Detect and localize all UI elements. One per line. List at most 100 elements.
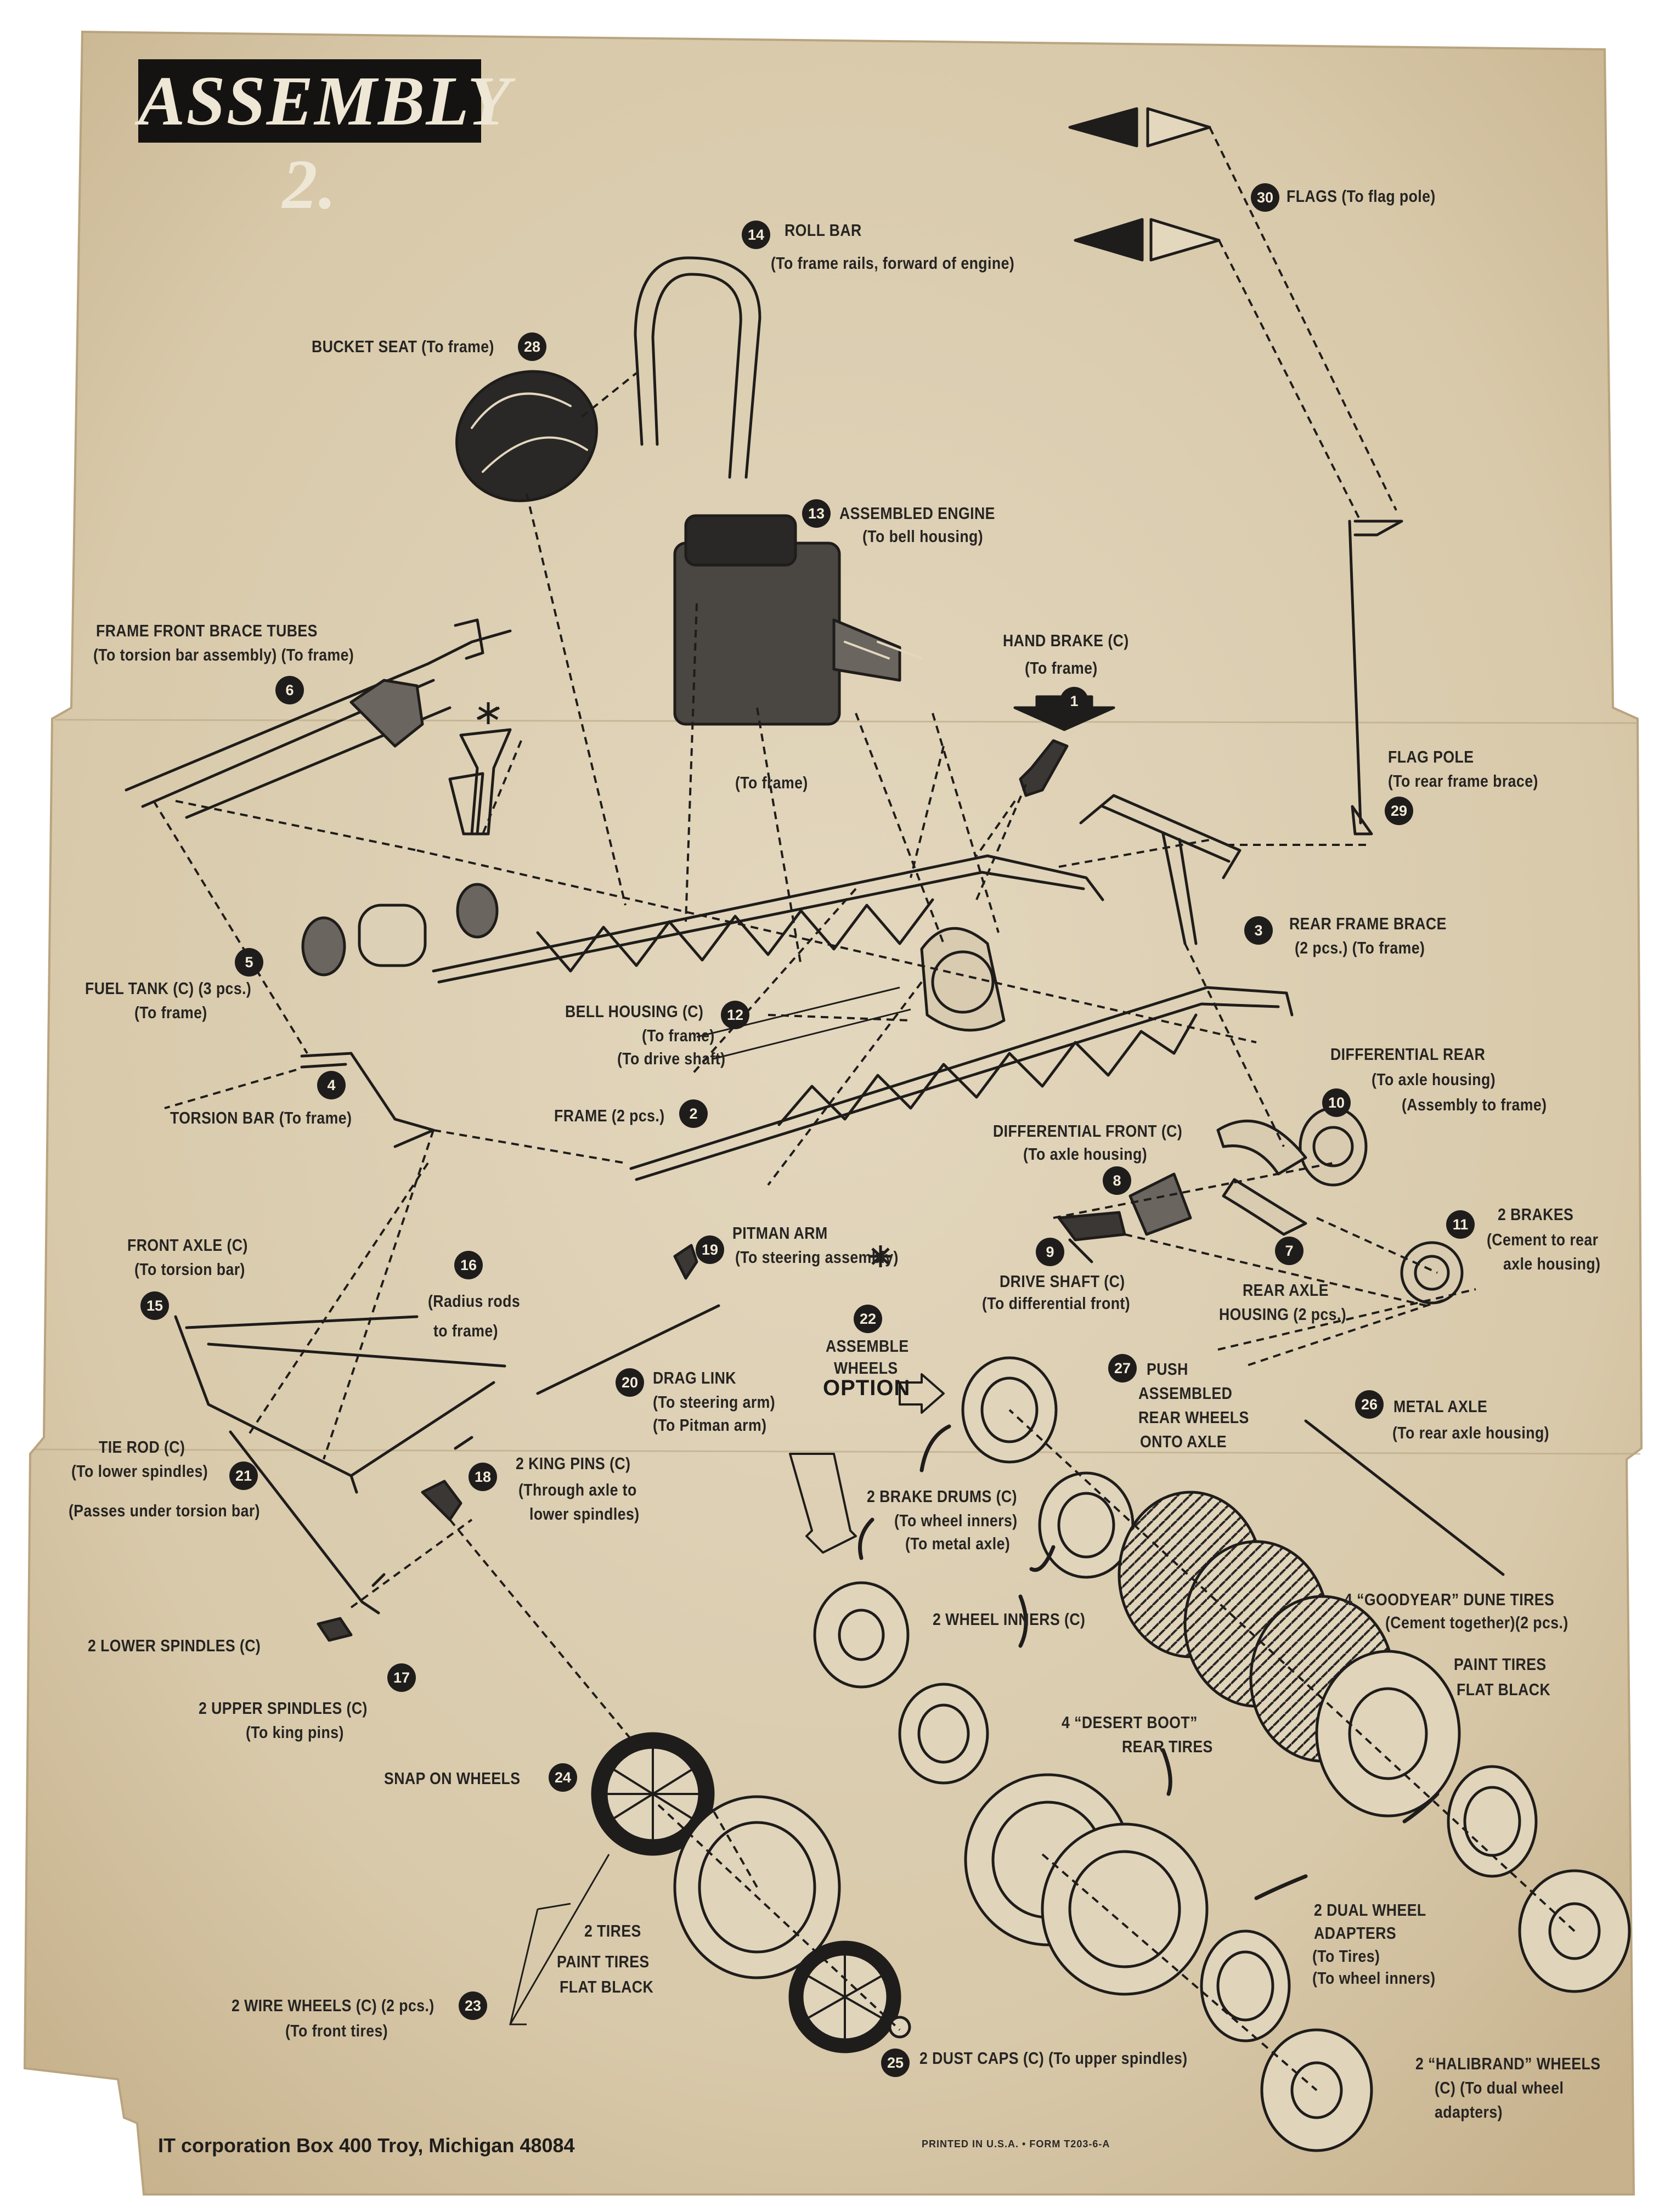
label-king-pins-note2: lower spindles): [529, 1504, 640, 1523]
label-goodyear1: 4 “GOODYEAR” DUNE TIRES: [1344, 1590, 1555, 1609]
rear-axle-housing-bottom: [1222, 1178, 1307, 1236]
label-push3: REAR WHEELS: [1138, 1408, 1249, 1427]
label-dust-caps: 2 DUST CAPS (C) (To upper spindles): [919, 2049, 1188, 2068]
label-drive-shaft: DRIVE SHAFT (C): [1000, 1272, 1125, 1291]
brake: [1400, 1241, 1464, 1305]
brace-tubes: [125, 618, 512, 836]
label-rear-axle-housing2: HOUSING (2 pcs.): [1219, 1305, 1347, 1324]
part-number-30: 30: [1251, 183, 1279, 212]
part-number-18: 18: [469, 1463, 497, 1491]
option-hollow-arrow-right: [899, 1373, 945, 1414]
label-dual-adapters3: (To Tires): [1312, 1946, 1380, 1966]
label-halibrand3: adapters): [1435, 2102, 1503, 2121]
part-number-21: 21: [229, 1462, 258, 1490]
label-two-tires: 2 TIRES: [584, 1921, 641, 1940]
part-number-10: 10: [1322, 1088, 1351, 1117]
part-number-14: 14: [742, 221, 770, 249]
drag-link: [536, 1304, 720, 1395]
part-number-1: 1: [1060, 687, 1088, 715]
label-snap-on-wheels: SNAP ON WHEELS: [384, 1769, 521, 1788]
metal-axle: [1304, 1419, 1505, 1576]
flag-pole: [1348, 520, 1403, 836]
part-number-11: 11: [1446, 1210, 1475, 1239]
part-number-24: 24: [549, 1763, 577, 1792]
engine: [673, 514, 923, 726]
label-dual-adapters2: ADAPTERS: [1314, 1923, 1397, 1943]
label-assembled-engine-note: (To bell housing): [862, 527, 984, 546]
label-hand-brake: HAND BRAKE (C): [1003, 631, 1129, 650]
label-frame-front-brace-note: (To torsion bar assembly) (To frame): [93, 645, 354, 664]
label-push4: ONTO AXLE: [1140, 1432, 1227, 1451]
part-number-5: 5: [235, 948, 263, 977]
label-hand-brake-note: (To frame): [1025, 658, 1098, 678]
label-fuel-tank: FUEL TANK (C) (3 pcs.): [85, 979, 252, 998]
label-radius-rods2: to frame): [433, 1321, 498, 1340]
page-title: ASSEMBLY 2.: [138, 59, 510, 223]
part-number-23: 23: [459, 1991, 487, 2020]
label-flag-pole-note: (To rear frame brace): [1388, 771, 1538, 791]
label-drag-link-note2: (To Pitman arm): [653, 1415, 767, 1435]
label-tie-rod-note: (To lower spindles): [71, 1462, 208, 1481]
label-rear-axle-housing1: REAR AXLE: [1243, 1280, 1329, 1300]
pitman-arm: [673, 1244, 698, 1280]
label-bell-housing-note2: (To drive shaft): [617, 1049, 726, 1068]
flag-right-2: [1149, 218, 1221, 262]
label-assemble-wheels1: ASSEMBLE: [826, 1336, 909, 1356]
label-drive-shaft-note: (To differential front): [982, 1294, 1131, 1313]
label-brakes-note1: (Cement to rear: [1487, 1230, 1599, 1249]
label-push2: ASSEMBLED: [1138, 1384, 1233, 1403]
label-paint-tires2: FLAT BLACK: [1457, 1680, 1551, 1699]
part-number-27: 27: [1108, 1354, 1137, 1383]
flag-left-2: [1074, 218, 1144, 262]
label-upper-spindles-note: (To king pins): [246, 1723, 344, 1742]
label-paint-tires-front2: FLAT BLACK: [560, 1977, 654, 1996]
assembly-guides: [153, 127, 1576, 2091]
label-option: OPTION: [823, 1376, 911, 1400]
rear-frame-brace: [1079, 794, 1242, 945]
label-king-pins: 2 KING PINS (C): [516, 1454, 631, 1473]
label-goodyear2: (Cement together)(2 pcs.): [1385, 1613, 1568, 1632]
footer-printed: PRINTED IN U.S.A. • FORM T203-6-A: [922, 2138, 1110, 2149]
part-number-6: 6: [275, 676, 304, 704]
label-differential-rear: DIFFERENTIAL REAR: [1330, 1045, 1486, 1064]
part-number-15: 15: [140, 1291, 169, 1320]
label-bell-housing-note1: (To frame): [642, 1026, 715, 1045]
label-differential-front: DIFFERENTIAL FRONT (C): [993, 1121, 1183, 1141]
lower-spindles: [317, 1573, 386, 1642]
label-metal-axle: METAL AXLE: [1393, 1397, 1488, 1416]
front-axle: [174, 1315, 495, 1494]
label-paint-tires1: PAINT TIRES: [1454, 1655, 1547, 1674]
roll-bar: [634, 256, 761, 479]
label-wire-wheels: 2 WIRE WHEELS (C) (2 pcs.): [232, 1996, 435, 2015]
label-desert-boot2: REAR TIRES: [1122, 1737, 1213, 1756]
differential-rear: [1299, 1107, 1368, 1187]
label-assemble-wheels2: WHEELS: [834, 1358, 898, 1378]
part-number-9: 9: [1036, 1238, 1064, 1266]
label-wheel-inners: 2 WHEEL INNERS (C): [933, 1610, 1086, 1629]
label-fuel-tank-note: (To frame): [134, 1003, 207, 1022]
label-bucket-seat: BUCKET SEAT (To frame): [312, 337, 494, 356]
label-tie-rod-note2: (Passes under torsion bar): [69, 1501, 260, 1520]
label-paint-tires-front1: PAINT TIRES: [557, 1952, 650, 1971]
frame-rails: [432, 854, 1294, 1181]
label-lower-spindles: 2 LOWER SPINDLES (C): [88, 1636, 261, 1655]
label-differential-front-note: (To axle housing): [1023, 1144, 1148, 1164]
label-tie-rod: TIE ROD (C): [99, 1437, 185, 1457]
part-number-3: 3: [1244, 916, 1273, 945]
hand-brake: [1019, 739, 1069, 797]
label-brake-drums-note1: (To wheel inners): [894, 1511, 1018, 1530]
footer-company: IT corporation Box 400 Troy, Michigan 48…: [158, 2134, 575, 2157]
part-number-26: 26: [1355, 1390, 1384, 1419]
label-roll-bar-note: (To frame rails, forward of engine): [771, 253, 1015, 273]
part-number-16: 16: [454, 1251, 483, 1279]
part-number-12: 12: [721, 1001, 749, 1029]
part-number-28: 28: [518, 332, 546, 361]
part-number-4: 4: [317, 1071, 346, 1099]
hand-brake-arrow: [1013, 695, 1115, 731]
label-desert-boot1: 4 “DESERT BOOT”: [1062, 1713, 1198, 1732]
label-upper-spindles: 2 UPPER SPINDLES (C): [199, 1699, 368, 1718]
asterisk-2: [870, 1245, 891, 1267]
part-number-17: 17: [387, 1663, 416, 1692]
label-brake-drums: 2 BRAKE DRUMS (C): [867, 1487, 1017, 1506]
